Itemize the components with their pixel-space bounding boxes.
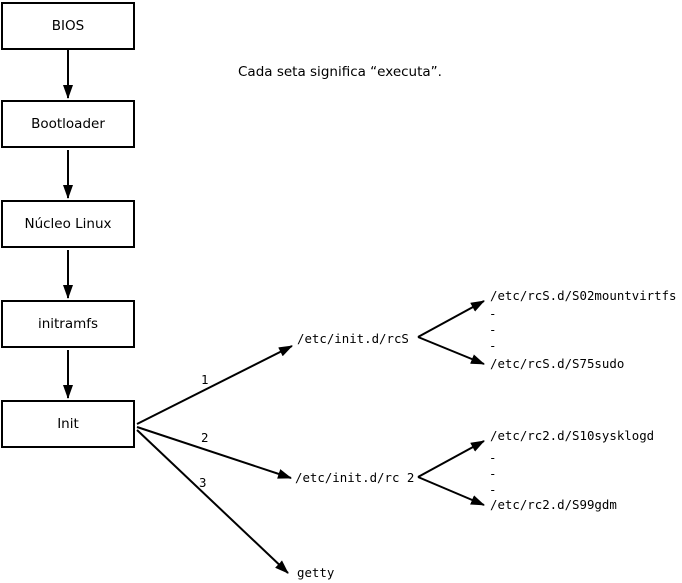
node-bootloader-label: Bootloader bbox=[31, 116, 105, 132]
node-nucleo-linux-label: Núcleo Linux bbox=[24, 216, 112, 232]
rc2-last-script: /etc/rc2.d/S99gdm bbox=[490, 497, 617, 512]
arrow-rc2-to-first-script bbox=[417, 440, 485, 478]
node-nucleo-linux: Núcleo Linux bbox=[1, 200, 135, 248]
rcs-last-script: /etc/rcS.d/S75sudo bbox=[490, 356, 625, 371]
arrow-rcs-to-last-script bbox=[417, 336, 485, 365]
branch-3-number: 3 bbox=[199, 475, 207, 490]
node-bios-label: BIOS bbox=[51, 18, 85, 34]
arrow-rc2-to-last-script bbox=[417, 476, 485, 506]
branch-1-number: 1 bbox=[201, 372, 209, 387]
node-init: Init bbox=[1, 400, 135, 448]
branch-2-number: 2 bbox=[201, 430, 209, 445]
arrow-init-to-rc2 bbox=[136, 426, 292, 479]
rcs-first-script: /etc/rcS.d/S02mountvirtfs bbox=[490, 288, 677, 303]
branch-1-target: /etc/init.d/rcS bbox=[297, 331, 409, 346]
node-initramfs: initramfs bbox=[1, 300, 135, 348]
branch-3-target: getty bbox=[297, 565, 335, 580]
note-text: Cada seta significa “executa”. bbox=[238, 64, 442, 80]
arrow-rcs-to-first-script bbox=[417, 300, 485, 338]
node-bios: BIOS bbox=[1, 2, 135, 50]
arrow-init-to-rcs bbox=[136, 345, 293, 425]
node-bootloader: Bootloader bbox=[1, 100, 135, 148]
rcs-ellipsis: - - - bbox=[489, 306, 497, 353]
rc2-ellipsis: - - - bbox=[489, 450, 497, 497]
node-init-label: Init bbox=[57, 416, 79, 432]
branch-2-target: /etc/init.d/rc 2 bbox=[295, 470, 415, 485]
rc2-first-script: /etc/rc2.d/S10sysklogd bbox=[490, 428, 655, 443]
node-initramfs-label: initramfs bbox=[37, 316, 99, 332]
arrow-init-to-getty bbox=[136, 429, 289, 574]
